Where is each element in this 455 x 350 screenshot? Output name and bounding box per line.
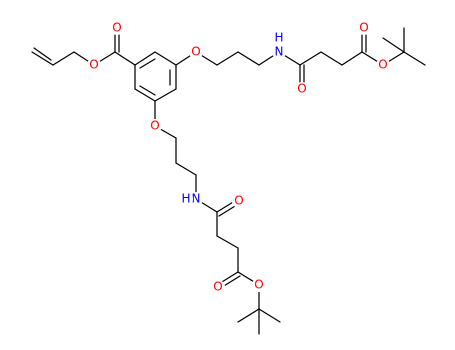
tert-butyl-methyl-bond — [403, 51, 426, 66]
tert-butyl-methyl-bond — [382, 37, 405, 53]
oxygen-label: O — [297, 82, 306, 96]
oxygen-label: O — [213, 280, 222, 294]
ester-bond — [114, 51, 136, 66]
ring-bond — [134, 88, 156, 102]
allyl-double-bond — [31, 51, 54, 66]
chain-bond — [175, 162, 197, 176]
atom-o-ether-right: O — [189, 45, 203, 59]
atom-h-top: H — [272, 31, 286, 45]
tert-butyl-methyl-bond — [237, 308, 260, 323]
atom-n-lower: N — [189, 192, 203, 206]
succinyl-bond — [299, 51, 322, 66]
allyl-bond — [52, 51, 75, 66]
atom-h-lower: H — [179, 192, 193, 206]
ring-bond — [154, 88, 177, 102]
atom-label-layer: O O O N H O O — [87, 21, 390, 294]
oxygen-label: O — [150, 119, 159, 133]
tert-butyl-methyl-bond — [258, 308, 281, 323]
succinyl-bond — [216, 235, 239, 249]
hydrogen-label: H — [181, 192, 190, 206]
succinyl-bond — [341, 51, 363, 66]
bond-layer — [31, 27, 426, 335]
ring-bond — [154, 51, 177, 66]
atom-n-top: N — [272, 45, 286, 59]
allyl-double-bond — [33, 47, 52, 61]
hydrogen-label: H — [274, 31, 283, 45]
oxygen-label: O — [378, 58, 387, 72]
succinyl-bond — [320, 51, 343, 66]
atom-o-amide-lower: O — [232, 194, 246, 208]
ring-inner-bond — [139, 58, 156, 69]
oxygen-label: O — [359, 21, 368, 35]
atom-o-ester-carbonyl: O — [110, 21, 124, 35]
oxygen-label: O — [234, 194, 243, 208]
ring-bond — [134, 51, 156, 66]
nitrogen-label: N — [275, 45, 284, 59]
atom-o-amide-top: O — [295, 82, 309, 96]
atom-o-ester-lower: O — [252, 278, 266, 292]
oxygen-label: O — [112, 21, 121, 35]
oxygen-label: O — [254, 278, 263, 292]
chain-bond — [237, 51, 260, 66]
atom-o-ester-top-carbonyl: O — [357, 21, 371, 35]
ring-inner-bond — [139, 85, 156, 96]
atom-o-ester-lower-carbonyl: O — [211, 280, 225, 294]
chain-bond — [216, 51, 239, 66]
atom-o-allyl: O — [87, 58, 101, 72]
atom-o-ester-top: O — [376, 58, 390, 72]
oxygen-label: O — [191, 45, 200, 59]
nitrogen-label: N — [192, 192, 201, 206]
oxygen-label: O — [89, 58, 98, 72]
atom-o-ether-lower: O — [148, 119, 162, 133]
